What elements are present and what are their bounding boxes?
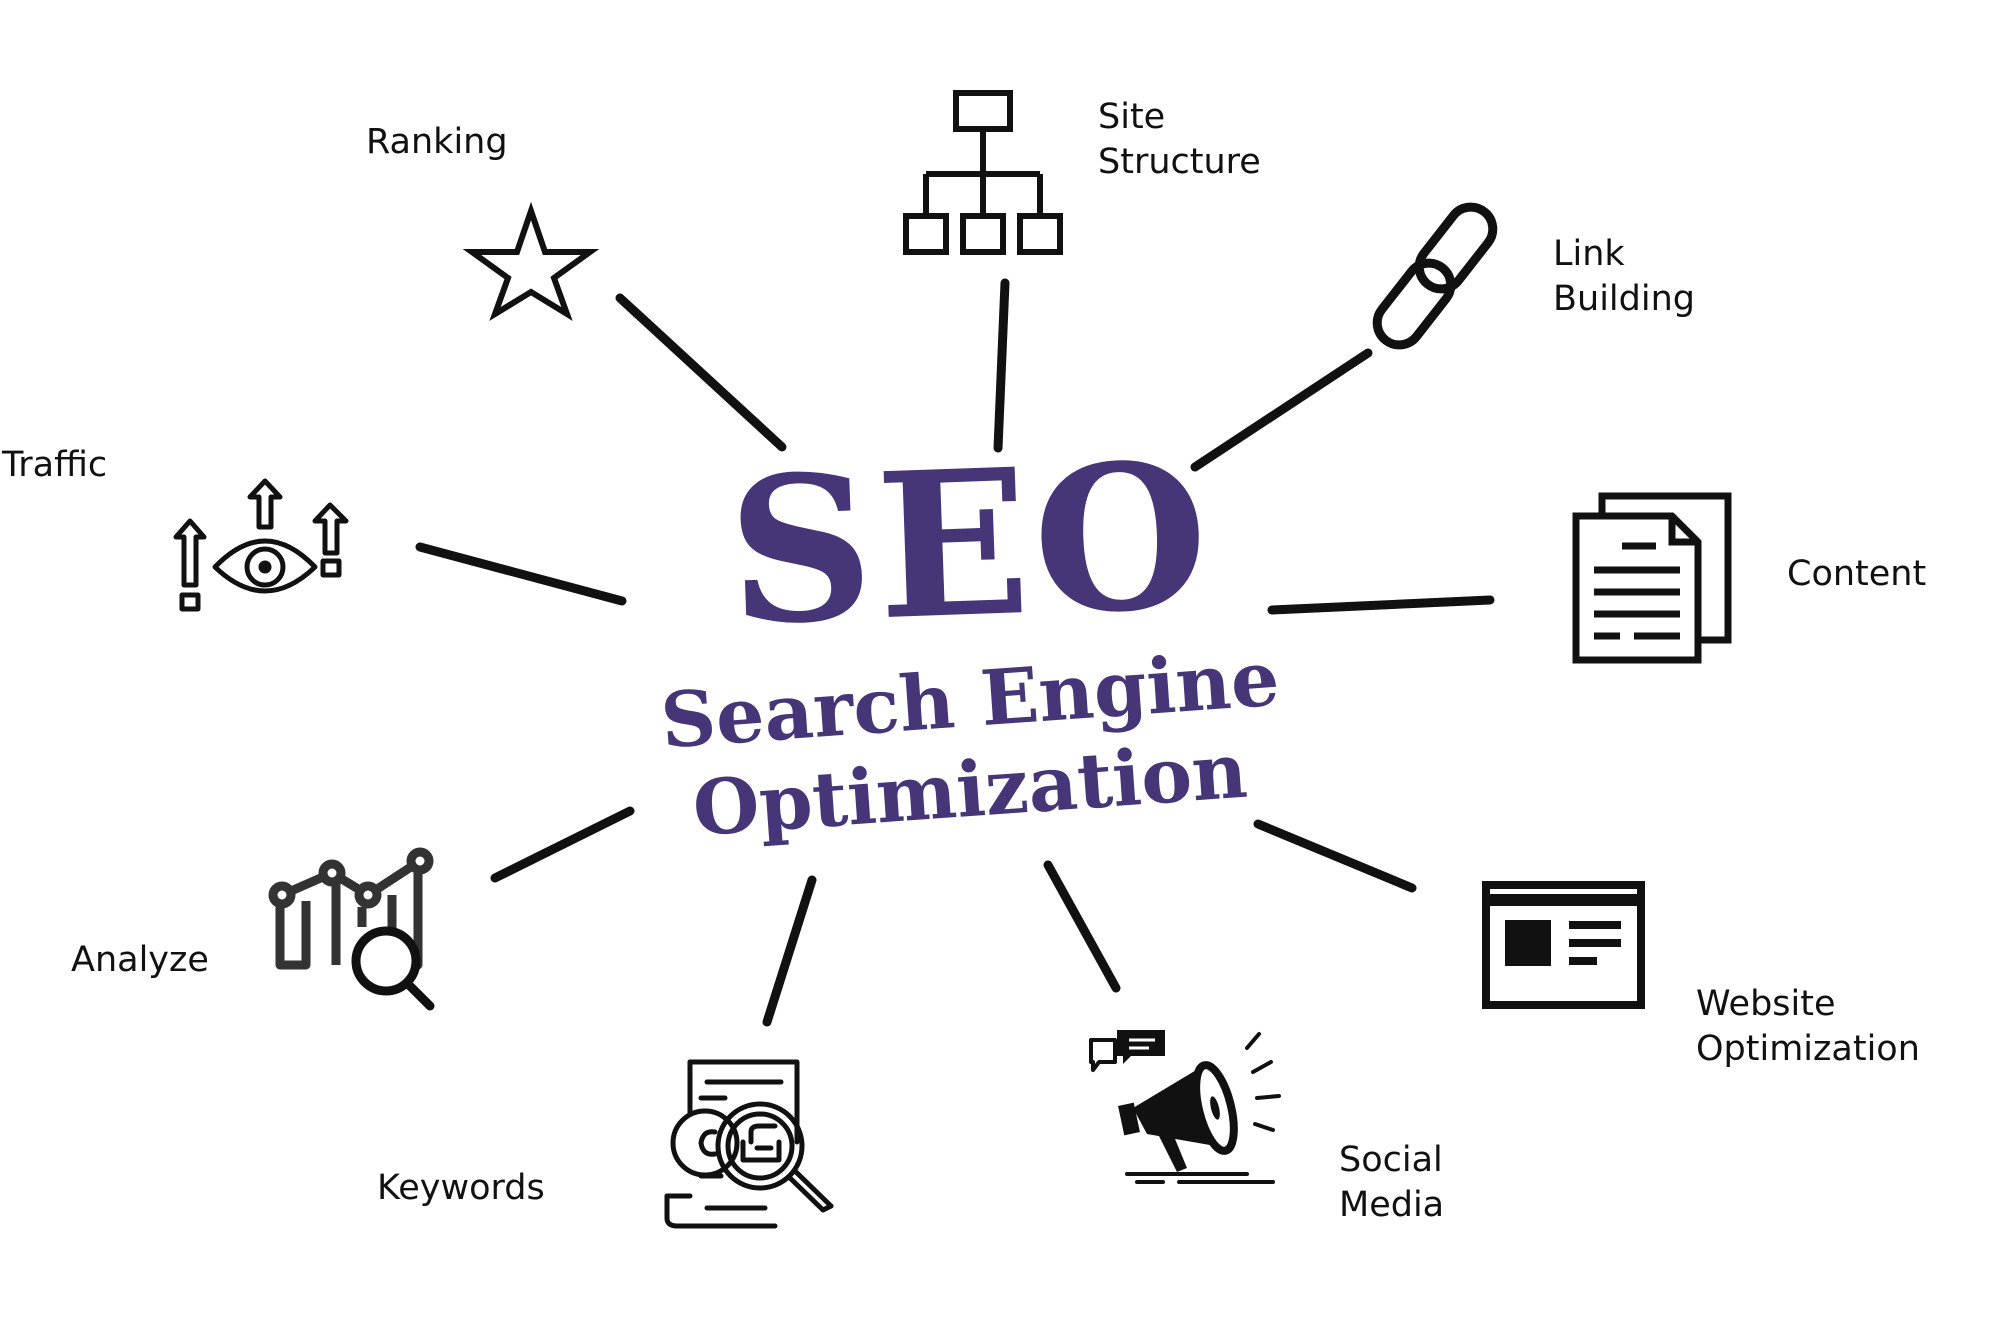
label-social-media-line2: Media — [1339, 1185, 1445, 1225]
label-website-optimization-line2: Optimization — [1696, 1029, 1920, 1069]
label-analyze: Analyze — [71, 938, 209, 983]
connector-keywords — [762, 875, 817, 1027]
label-content-text: Content — [1787, 554, 1927, 594]
label-link-building: Link Building — [1553, 232, 1695, 322]
seo-acronym: SEO — [724, 418, 1216, 671]
label-ranking: Ranking — [366, 120, 508, 165]
connector-social-media — [1043, 860, 1121, 993]
sitemap-icon — [900, 88, 1070, 258]
label-ranking-text: Ranking — [366, 122, 508, 162]
documents-icon — [1572, 492, 1732, 667]
label-link-building-line1: Link — [1553, 234, 1625, 274]
connector-analyze — [490, 806, 635, 883]
connector-content — [1267, 595, 1495, 615]
connector-ranking — [615, 293, 787, 452]
label-website-optimization-line1: Website — [1696, 984, 1836, 1024]
chain-link-icon — [1368, 202, 1508, 352]
label-site-structure-line1: Site — [1098, 97, 1166, 137]
connector-traffic — [415, 542, 627, 606]
connector-site-structure — [993, 278, 1010, 453]
label-social-media: Social Media — [1339, 1138, 1444, 1228]
label-link-building-line2: Building — [1553, 279, 1695, 319]
connector-link-building — [1190, 348, 1373, 472]
connector-website-optimization — [1253, 819, 1417, 893]
label-analyze-text: Analyze — [71, 940, 209, 980]
label-website-optimization: Website Optimization — [1696, 982, 1920, 1072]
document-search-icon — [655, 1058, 840, 1233]
center-title: SEO Search Engine Optimization — [658, 419, 1282, 880]
label-keywords: Keywords — [377, 1166, 545, 1211]
chart-magnifier-icon — [268, 843, 448, 1018]
browser-window-icon — [1481, 880, 1646, 1010]
label-traffic-text: Traffic — [2, 445, 108, 485]
label-site-structure: Site Structure — [1098, 95, 1261, 185]
label-social-media-line1: Social — [1339, 1140, 1443, 1180]
eye-arrows-icon — [170, 475, 360, 625]
label-keywords-text: Keywords — [377, 1168, 545, 1208]
label-site-structure-line2: Structure — [1098, 142, 1261, 182]
label-traffic: Traffic — [2, 443, 107, 488]
label-content: Content — [1787, 552, 1926, 597]
megaphone-icon — [1087, 1022, 1297, 1187]
star-icon — [462, 201, 600, 322]
